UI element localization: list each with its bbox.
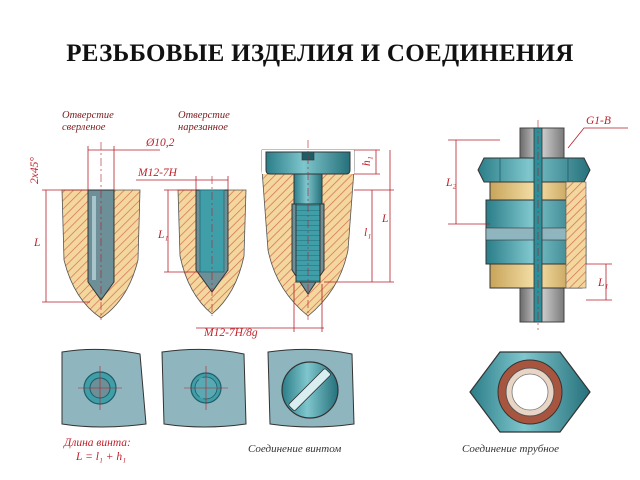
diameter-label: Ø10,2 (145, 137, 175, 149)
screw-L-label: L (381, 213, 388, 225)
pipe-joint-caption: Соединение трубное (462, 443, 559, 455)
L2-label: L₂ (445, 177, 456, 189)
l1-label: l₁ (364, 227, 371, 239)
thread-fit-label: M12-7H/8g (203, 327, 258, 339)
drilled-hole-section (61, 142, 141, 320)
pipe-joint-section (477, 120, 591, 330)
screw-length-label-line2: L = l₁ + h₁ (75, 451, 126, 463)
screw-top-view (267, 348, 355, 428)
screw-joint-section (261, 140, 355, 320)
hex-union-top-view (469, 351, 591, 433)
hole-tapped-label-line1: Отверстие (178, 110, 230, 121)
G1-B-label: G1-B (586, 115, 611, 127)
h1-label: h₁ (361, 156, 373, 166)
hole-tapped-label-line2: нарезанное (178, 122, 228, 133)
tapped-hole-top-view (161, 348, 247, 428)
G1-B-leader (567, 127, 628, 149)
hole-drilled-label-line2: сверленое (62, 122, 106, 133)
screw-joint-caption: Соединение винтом (248, 443, 341, 455)
thread-m12-7h-label: M12-7H (137, 167, 178, 179)
screw-length-label-line1: Длина винта: (63, 437, 131, 449)
slide-title: РЕЗЬБОВЫЕ ИЗДЕЛИЯ И СОЕДИНЕНИЯ (66, 40, 574, 67)
drilled-hole-top-view (61, 348, 147, 428)
length-L1-label: L₁ (157, 229, 168, 241)
chamfer-label: 2x45° (29, 157, 41, 184)
length-L-label: L (33, 237, 40, 249)
tapped-hole-section (177, 176, 247, 316)
pipe-L1-label: L₁ (597, 277, 608, 289)
hole-drilled-label-line1: Отверстие (62, 110, 114, 121)
